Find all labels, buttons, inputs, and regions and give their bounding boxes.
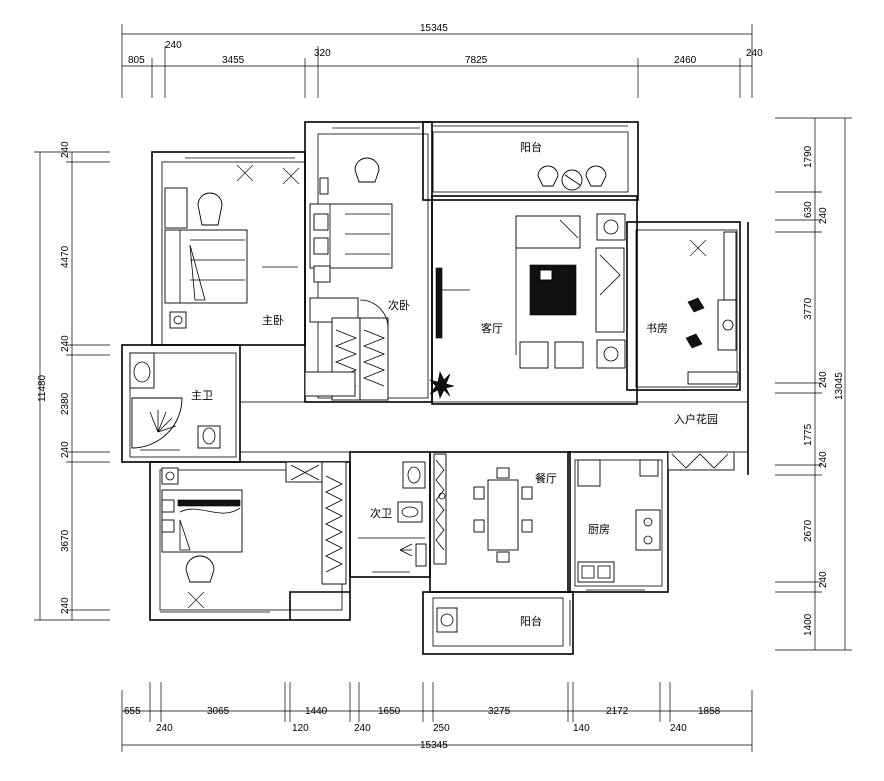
left-total: 11480 — [37, 374, 48, 402]
walls — [121, 121, 749, 655]
bottom-seg-6: 2172 — [606, 706, 629, 717]
right-seg-5: 240 — [818, 371, 829, 388]
top-wall-3: 240 — [746, 48, 763, 59]
bottom-seg-1: 655 — [124, 706, 141, 717]
left-seg-2: 4470 — [60, 245, 71, 268]
room-living: 客厅 — [481, 321, 503, 335]
bottom-wall-4: 250 — [433, 723, 450, 734]
right-seg-3: 240 — [818, 207, 829, 224]
left-seg-7: 240 — [60, 597, 71, 614]
bottom-dimensions: 655 240 3065 120 1440 240 1650 250 3275 … — [121, 682, 753, 752]
room-second-bedroom: 次卧 — [388, 298, 410, 312]
room-balcony-top: 阳台 — [520, 140, 542, 154]
top-seg-3: 7825 — [465, 55, 488, 66]
right-seg-9: 240 — [818, 571, 829, 588]
table-icon — [487, 479, 519, 551]
right-dimensions: 13045 1790 630 240 3770 240 1775 240 267… — [775, 117, 852, 651]
right-total: 13045 — [834, 372, 845, 400]
room-master-bath: 主卫 — [191, 389, 213, 402]
bottom-seg-4: 1650 — [378, 706, 401, 717]
right-seg-4: 3770 — [803, 297, 814, 320]
bottom-seg-3: 1440 — [305, 706, 328, 717]
right-seg-1: 1790 — [803, 145, 814, 168]
left-seg-3: 240 — [60, 335, 71, 352]
room-balcony-bottom: 阳台 — [520, 614, 542, 628]
left-seg-1: 240 — [60, 141, 71, 158]
right-seg-10: 1400 — [803, 613, 814, 636]
top-wall-2: 320 — [314, 48, 331, 59]
room-dining: 餐厅 — [535, 471, 557, 485]
room-second-bath: 次卫 — [370, 506, 392, 520]
room-study: 书房 — [646, 322, 668, 335]
bottom-wall-2: 120 — [292, 723, 309, 734]
top-wall-1: 240 — [165, 40, 182, 51]
bottom-seg-7: 1858 — [698, 706, 721, 717]
top-seg-4: 2460 — [674, 55, 697, 66]
left-seg-5: 240 — [60, 441, 71, 458]
bottom-seg-5: 3275 — [488, 706, 511, 717]
top-total: 15345 — [420, 23, 448, 34]
left-seg-6: 3670 — [60, 529, 71, 552]
top-seg-2: 3455 — [222, 55, 245, 66]
bottom-total: 15345 — [420, 740, 448, 751]
rug-icon — [529, 264, 577, 316]
room-kitchen: 厨房 — [588, 523, 610, 536]
left-dimensions: 11480 240 4470 240 2380 240 3670 240 — [34, 141, 110, 621]
furniture — [129, 157, 739, 646]
bottom-wall-6: 240 — [670, 723, 687, 734]
room-master-bedroom: 主卧 — [262, 314, 284, 327]
right-seg-7: 240 — [818, 451, 829, 468]
bottom-wall-1: 240 — [156, 723, 173, 734]
top-dimensions: 15345 805 240 3455 320 7825 2460 240 — [121, 23, 763, 98]
left-seg-4: 2380 — [60, 392, 71, 415]
bed-icon — [164, 229, 248, 304]
right-seg-8: 2670 — [803, 519, 814, 542]
sofa-icon — [515, 215, 581, 249]
room-labels: 主卧 次卧 客厅 阳台 书房 主卫 入户花园 餐厅 次卫 厨房 阳台 — [191, 140, 718, 628]
bottom-seg-2: 3065 — [207, 706, 230, 717]
right-seg-6: 1775 — [803, 423, 814, 446]
top-seg-1: 805 — [128, 55, 145, 66]
right-seg-2: 630 — [803, 201, 814, 218]
room-entry-garden: 入户花园 — [674, 412, 718, 426]
bottom-wall-3: 240 — [354, 723, 371, 734]
bottom-wall-5: 140 — [573, 723, 590, 734]
